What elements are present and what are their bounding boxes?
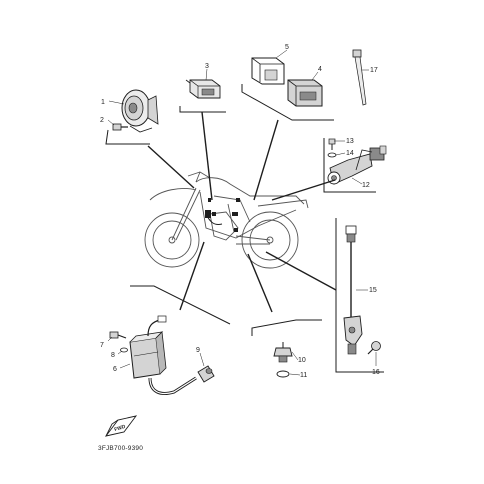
cable-tie-part[interactable]	[352, 49, 367, 106]
callout-10: 10	[298, 357, 306, 364]
flasher-relay-part[interactable]	[251, 57, 285, 85]
coil-bolt-part[interactable]	[109, 331, 127, 339]
sensor-bolt-part[interactable]	[367, 341, 381, 355]
bracket-lines	[105, 84, 384, 373]
sensor-lead-part[interactable]	[343, 225, 363, 355]
coil-washer-part[interactable]	[120, 347, 128, 353]
leader-lines	[147, 111, 337, 313]
callout-11: 11	[300, 372, 307, 379]
callout-7: 7	[100, 342, 104, 349]
o-ring-part[interactable]	[276, 370, 290, 378]
callout-4: 4	[318, 66, 322, 73]
screw-part[interactable]	[328, 138, 336, 150]
horn-bolt-part[interactable]	[112, 123, 128, 131]
fwd-label: FWD	[114, 424, 127, 433]
switch-assembly-part[interactable]	[327, 145, 387, 185]
callout-8: 8	[111, 352, 115, 359]
motorcycle-outline	[144, 171, 309, 269]
callout-17: 17	[370, 67, 378, 74]
callout-leaders	[107, 49, 377, 376]
callout-2: 2	[100, 117, 104, 124]
neutral-switch-part[interactable]	[273, 342, 293, 363]
callout-3: 3	[205, 63, 209, 70]
motorcycle-wiring-marks	[205, 198, 240, 232]
relay-part[interactable]	[185, 79, 221, 99]
callout-5: 5	[285, 44, 289, 51]
callout-12: 12	[362, 182, 370, 189]
callout-1: 1	[101, 99, 105, 106]
fwd-arrow-icon: FWD	[104, 415, 138, 437]
ignition-coil-part[interactable]	[129, 315, 197, 395]
regulator-unit-part[interactable]	[287, 79, 323, 107]
plug-cap-part[interactable]	[197, 365, 215, 383]
callout-13: 13	[346, 138, 354, 145]
callout-6: 6	[113, 366, 117, 373]
callout-16: 16	[372, 369, 380, 376]
diagram-code: 3FJB700-9390	[98, 445, 143, 452]
callout-15: 15	[369, 287, 377, 294]
washer-part[interactable]	[327, 152, 337, 158]
callout-9: 9	[196, 347, 200, 354]
callout-14: 14	[346, 150, 354, 157]
horn-part[interactable]	[121, 89, 159, 133]
